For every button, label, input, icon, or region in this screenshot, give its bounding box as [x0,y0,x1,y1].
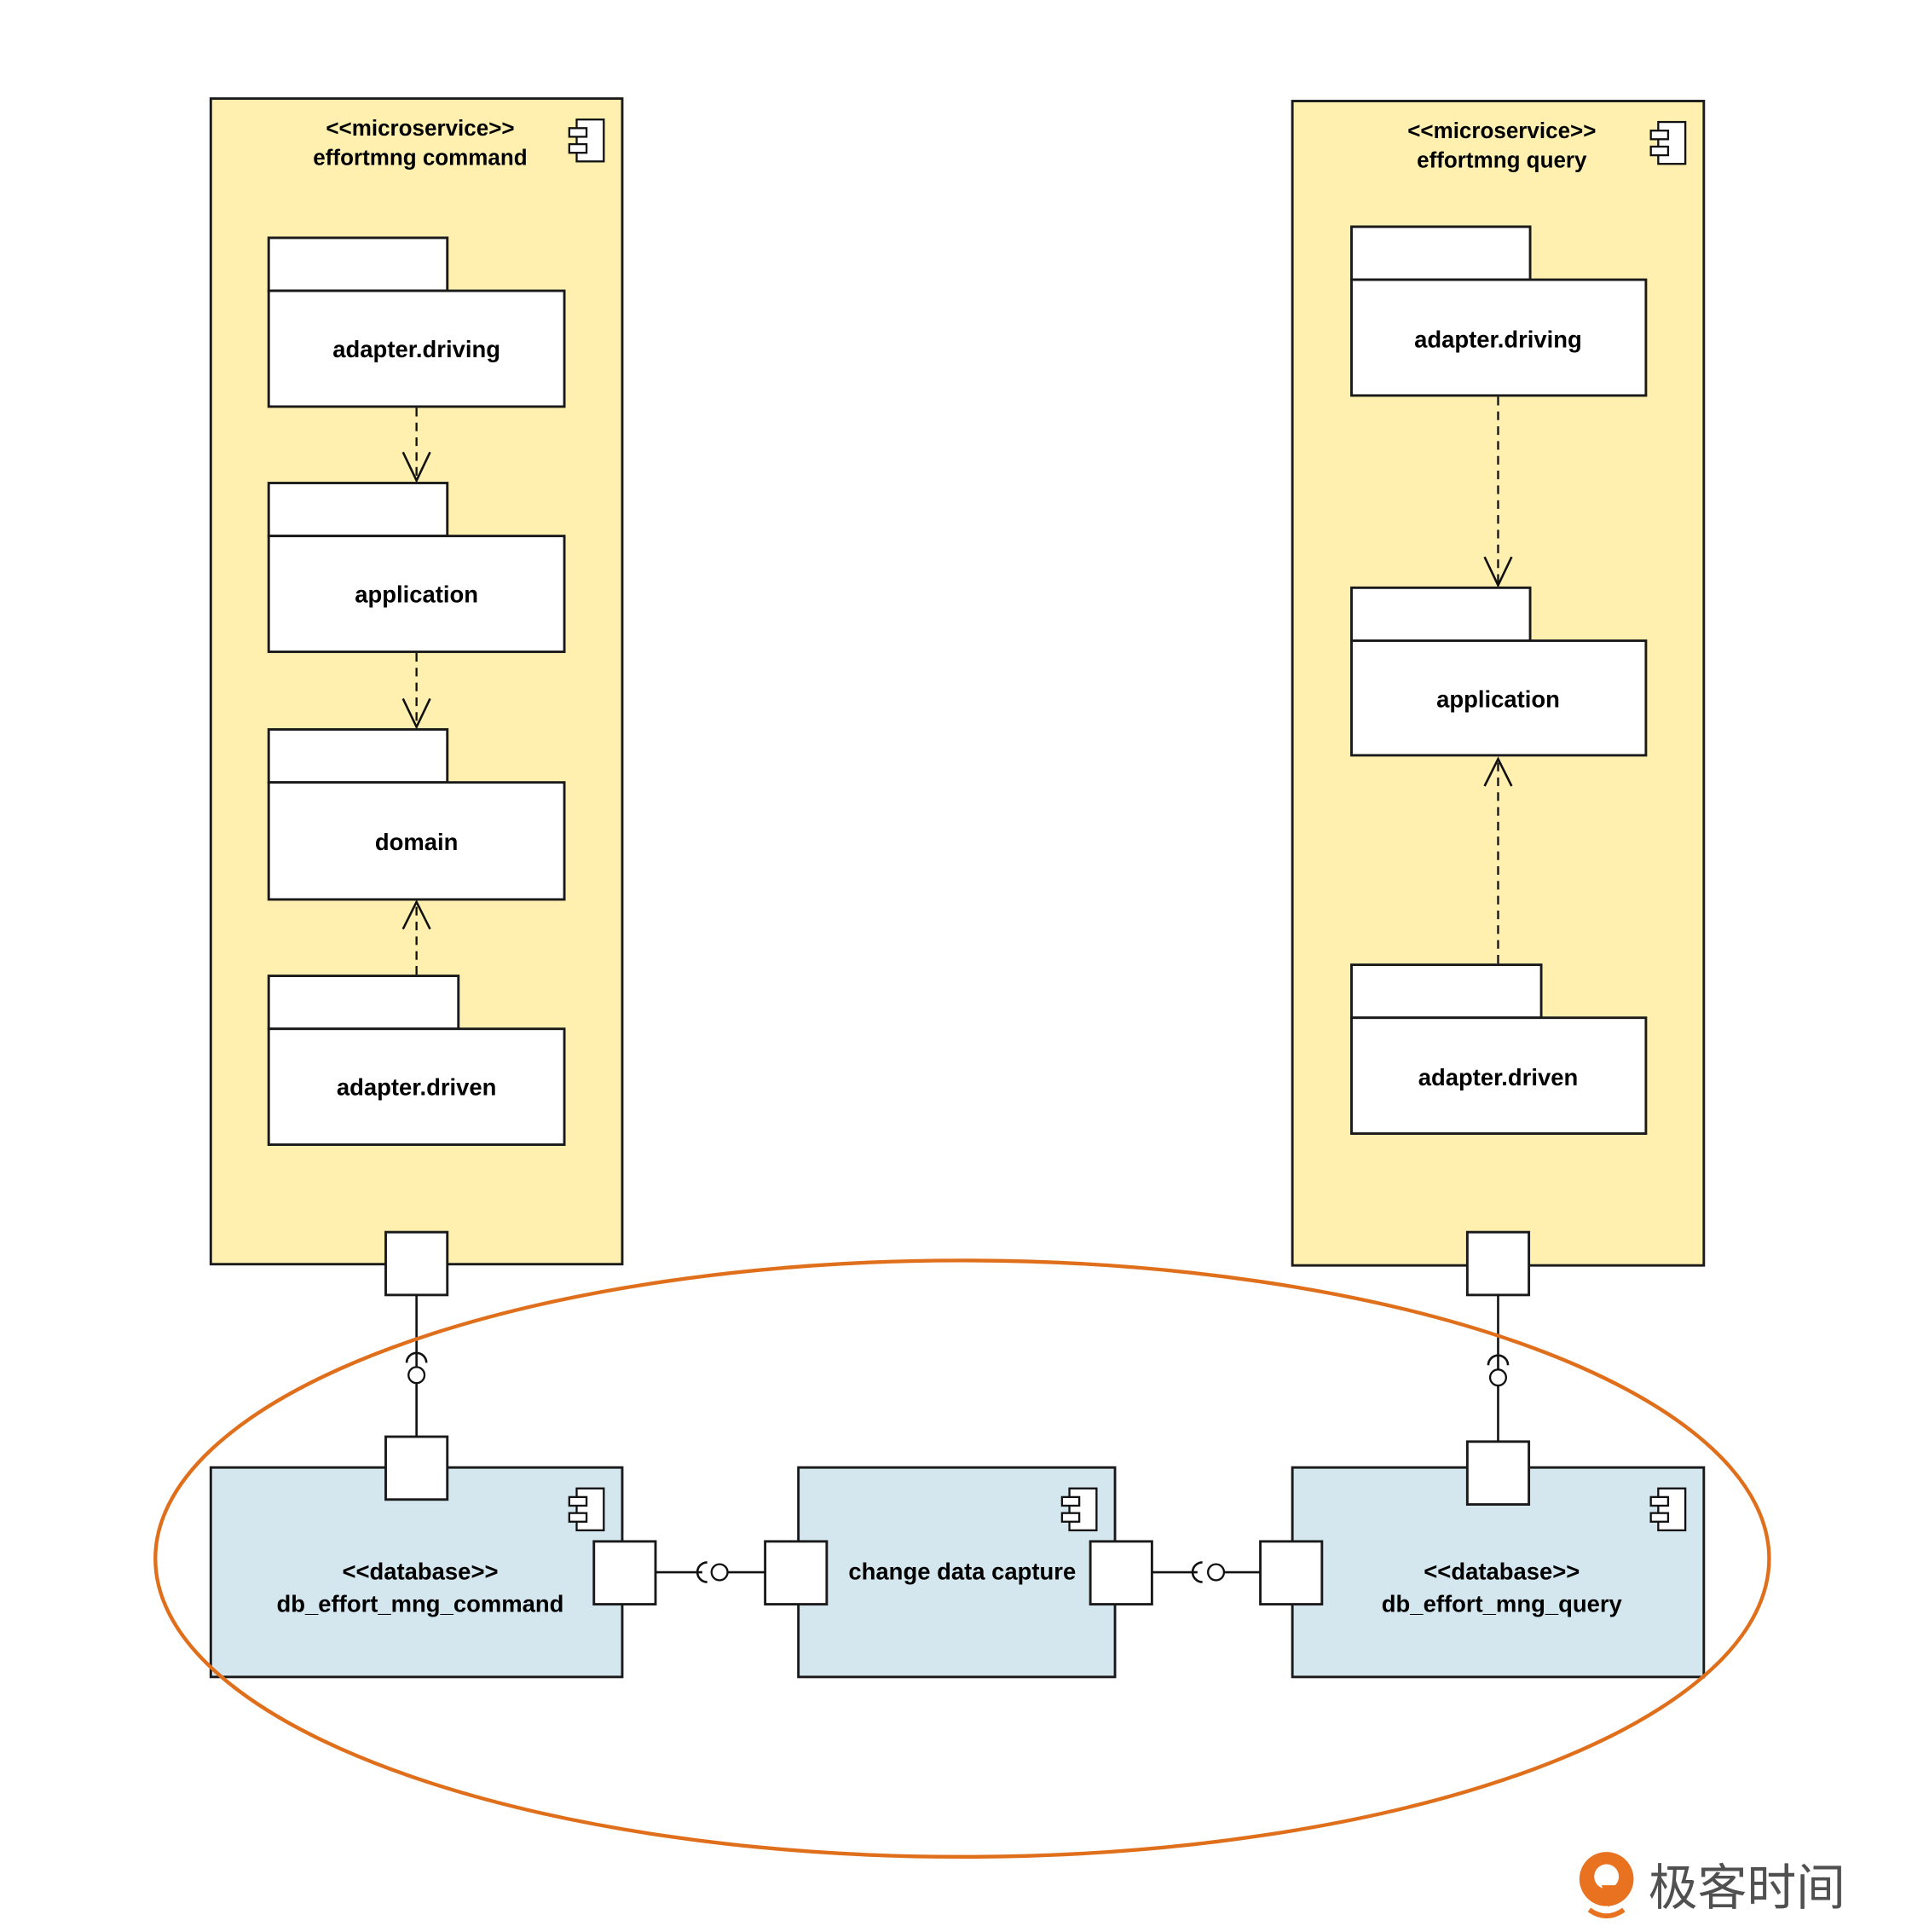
port [1089,1540,1153,1606]
dependency-arrow [1483,756,1513,964]
geektime-logo: 极客时间 [1579,1852,1845,1919]
microservice-stereotype: <<microservice>> [326,115,514,141]
package-label: adapter.driven [337,1074,497,1101]
package-label: adapter.driving [332,336,500,362]
component-db-effort-mng-query: <<database>> db_effort_mng_query [1259,1440,1706,1679]
logo-text: 极客时间 [1649,1859,1845,1917]
package-adapter-driven: adapter.driven [267,975,566,1146]
port [384,1230,449,1297]
port [1259,1540,1324,1606]
microservice-name: effortmng query [1417,148,1587,173]
microservice-stereotype: <<microservice>> [1407,118,1596,143]
component-db-effort-mng-command: <<database>> db_effort_mng_command [209,1435,657,1679]
interface-connector [1487,1294,1510,1442]
package-label: application [1436,686,1560,713]
component-name: change data capture [848,1559,1076,1585]
package-label: application [355,581,478,608]
dependency-arrow [401,408,431,483]
microservice-effortmng-query: <<microservice>> effortmng query adapter… [1291,100,1706,1297]
package-application: application [267,482,566,653]
interface-connector [1152,1561,1261,1583]
logo-icon [1579,1852,1634,1919]
microservice-effortmng-command: <<microservice>> effortmng command adapt… [209,97,624,1297]
port [592,1540,657,1606]
component-stereotype: <<database>> [1424,1559,1580,1585]
dependency-arrow [1483,396,1513,588]
port [764,1540,829,1606]
component-change-data-capture: change data capture [764,1466,1153,1679]
microservice-name: effortmng command [313,145,527,171]
dependency-arrow [401,652,431,730]
component-name: db_effort_mng_command [277,1590,564,1617]
port [1465,1440,1531,1506]
package-adapter-driving: adapter.driving [267,236,566,408]
port [384,1435,449,1501]
dependency-arrow [401,899,431,975]
component-stereotype: <<database>> [342,1559,498,1585]
component-name: db_effort_mng_query [1382,1590,1623,1617]
package-adapter-driving: adapter.driving [1350,225,1648,397]
interface-connector [655,1561,765,1583]
package-adapter-driven: adapter.driven [1350,963,1648,1135]
package-application: application [1350,586,1648,757]
package-label: adapter.driving [1414,327,1582,353]
package-label: adapter.driven [1418,1064,1579,1090]
highlight-ellipse [153,1258,1771,1860]
package-domain: domain [267,728,566,901]
port [1465,1230,1531,1297]
package-label: domain [375,829,459,855]
interface-connector [405,1294,428,1437]
